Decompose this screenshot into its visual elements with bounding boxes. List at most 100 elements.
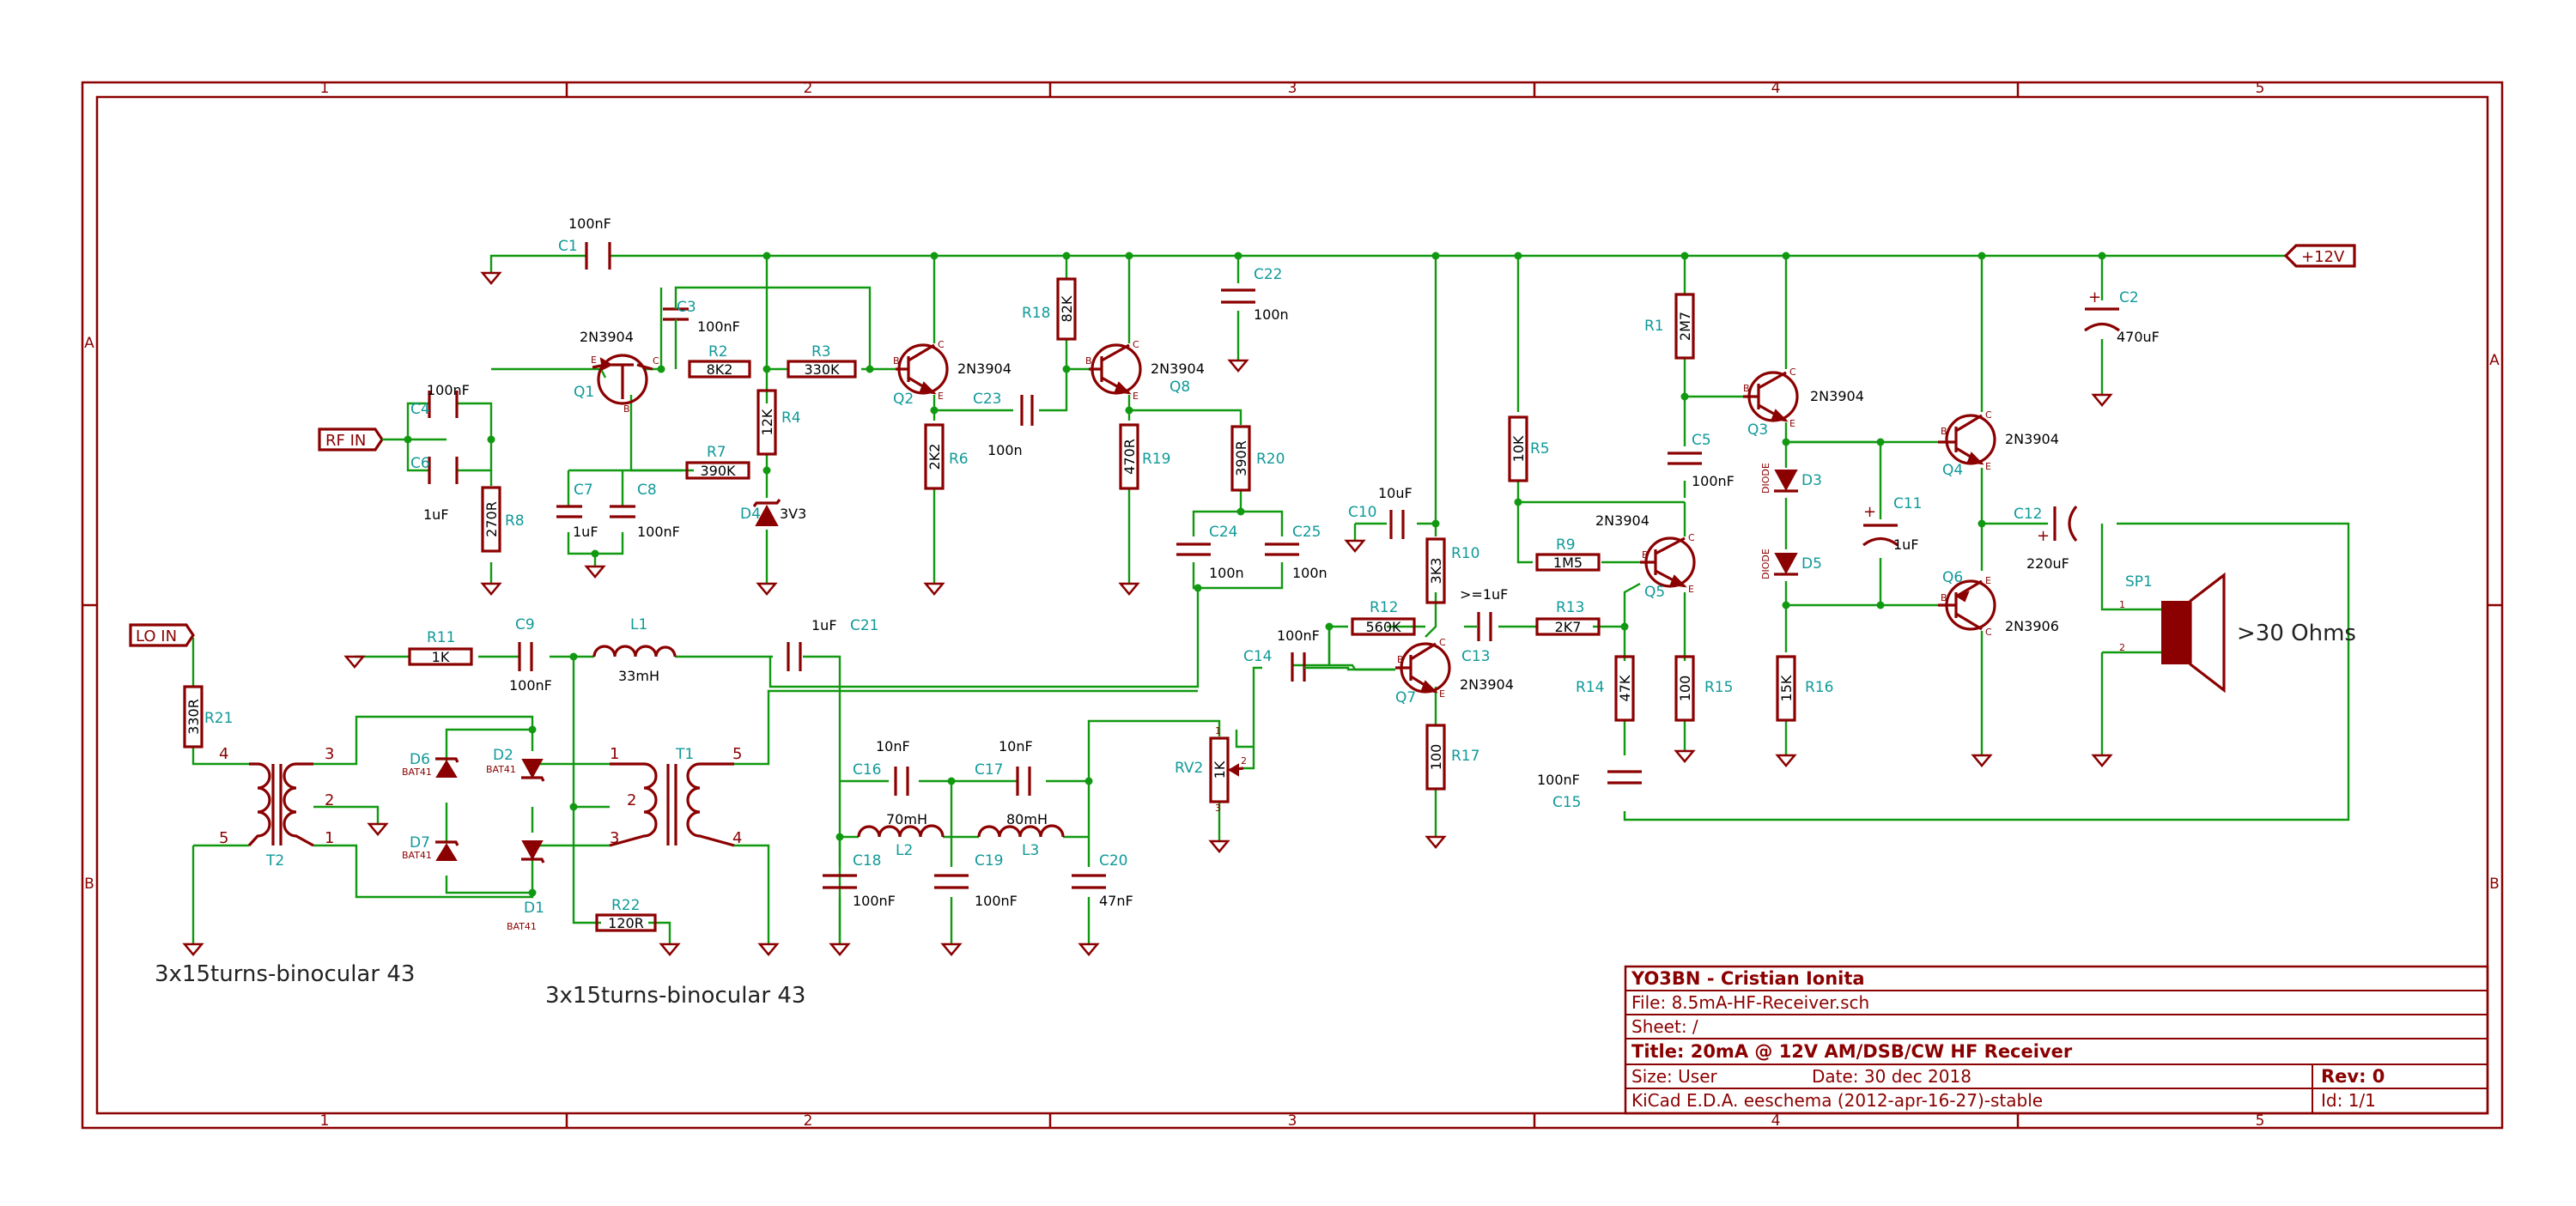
C11-value: 1uF <box>1893 536 1919 553</box>
D4-value: 3V3 <box>780 506 806 522</box>
C17-ref: C17 <box>975 761 1004 779</box>
zone-a-right: A <box>2489 352 2500 369</box>
C12: + C12 220uF <box>2014 506 2078 572</box>
svg-text:5: 5 <box>219 829 228 847</box>
C20-value: 47nF <box>1099 893 1133 909</box>
zone-2-top: 2 <box>804 80 813 97</box>
R5-ref: R5 <box>1530 440 1550 458</box>
T1: 123 54 T1 <box>609 745 742 847</box>
Q8: BCE 2N3904 Q8 <box>1085 339 1205 402</box>
R20-value: 390R <box>1233 440 1249 476</box>
D5-ref: D5 <box>1801 555 1822 573</box>
svg-text:5: 5 <box>732 745 742 763</box>
zone-b-right: B <box>2489 876 2500 893</box>
C6-ref: C6 <box>410 455 430 472</box>
tb-company: YO3BN - Cristian Ionita <box>1631 968 1865 989</box>
C15-ref: C15 <box>1552 794 1582 811</box>
C21-ref: C21 <box>850 617 879 634</box>
Q5: BCE 2N3904 Q5 <box>1595 512 1696 601</box>
Q4: BCE 2N3904 Q4 <box>1938 409 2059 479</box>
C10-ref: C10 <box>1348 504 1377 521</box>
R2: 8K2 R2 <box>688 343 751 379</box>
svg-text:+: + <box>2088 288 2101 306</box>
R1: 2M7 R1 <box>1644 293 1695 360</box>
R10: 3K3 R10 <box>1425 537 1479 604</box>
zone-ticks <box>82 82 2502 1128</box>
R4: 12K R4 <box>756 389 801 456</box>
Q1-ref: Q1 <box>574 384 594 401</box>
Q3-value: 2N3904 <box>1810 388 1864 404</box>
speaker-impedance: >30 Ohms <box>2237 621 2356 646</box>
inner-border <box>95 95 2489 1115</box>
C6: C6 1uF <box>410 455 459 523</box>
R6: 2K2 R6 <box>924 423 969 490</box>
C24-ref: C24 <box>1209 524 1238 541</box>
C1-ref: C1 <box>558 238 578 255</box>
svg-text:4: 4 <box>219 745 228 763</box>
junctions <box>404 252 2106 897</box>
C16: 10nF C16 <box>853 738 910 796</box>
C25-ref: C25 <box>1292 524 1321 541</box>
C13: >=1uF C13 <box>1460 586 1508 665</box>
Q3: BCE 2N3904 Q3 <box>1743 367 1864 439</box>
C19-ref: C19 <box>975 852 1004 870</box>
C14-value: 100nF <box>1277 627 1320 644</box>
C7: C7 1uF <box>556 482 598 540</box>
SP1: 12 SP1 >30 Ohms <box>2119 572 2356 694</box>
Q4-ref: Q4 <box>1942 462 1963 479</box>
D1-ref: D1 <box>524 900 544 917</box>
R3: 330K R3 <box>787 343 857 379</box>
zone-5-bottom: 5 <box>2256 1112 2265 1130</box>
svg-text:+: + <box>2037 527 2050 545</box>
RV2-value: 1K <box>1212 761 1228 779</box>
svg-text:E: E <box>938 391 944 402</box>
R8: 270R R8 <box>481 486 525 553</box>
svg-text:C: C <box>1688 532 1695 543</box>
C3-value: 100nF <box>697 318 740 335</box>
R14: 47K R14 <box>1576 655 1635 722</box>
svg-text:2: 2 <box>2119 642 2125 653</box>
C11: + C11 1uF <box>1862 495 1923 553</box>
svg-text:C: C <box>1985 627 1992 638</box>
svg-text:1: 1 <box>325 829 334 847</box>
C23-value: 100n <box>987 442 1023 458</box>
zone-labels: 1 2 3 4 5 1 2 3 4 5 A B A B <box>84 80 2500 1130</box>
C22-ref: C22 <box>1254 266 1283 283</box>
zone-1-bottom: 1 <box>320 1112 330 1130</box>
R9-ref: R9 <box>1556 536 1576 554</box>
T2: 45 321 T2 <box>219 745 334 870</box>
D6: D6 BAT41 <box>402 751 459 778</box>
svg-text:E: E <box>1439 688 1445 700</box>
R13-ref: R13 <box>1556 599 1584 616</box>
svg-text:3: 3 <box>1215 803 1221 814</box>
tb-rev: Rev: 0 <box>2321 1066 2385 1087</box>
C5-ref: C5 <box>1692 432 1711 449</box>
C1-value: 100nF <box>568 215 611 232</box>
R4-value: 12K <box>759 409 775 435</box>
R10-ref: R10 <box>1451 545 1479 562</box>
C6-value: 1uF <box>423 506 449 523</box>
Q7-value: 2N3904 <box>1460 676 1514 693</box>
Q6-value: 2N3906 <box>2005 618 2059 634</box>
R21-ref: R21 <box>204 710 233 727</box>
C9-value: 100nF <box>509 677 552 694</box>
R17-value: 100 <box>1428 744 1444 771</box>
C14-ref: C14 <box>1243 648 1273 665</box>
C21-value: 1uF <box>811 617 837 633</box>
D2-ref: D2 <box>493 747 513 764</box>
tb-file: File: 8.5mA-HF-Receiver.sch <box>1631 992 1869 1013</box>
R20: 390R R20 <box>1230 425 1285 492</box>
R21-value: 330R <box>185 699 202 735</box>
tb-date: Date: 30 dec 2018 <box>1812 1066 1971 1087</box>
svg-text:2: 2 <box>1241 755 1247 767</box>
D1-value: BAT41 <box>507 921 537 932</box>
R7-ref: R7 <box>707 444 726 461</box>
C9-ref: C9 <box>515 616 535 633</box>
svg-text:E: E <box>591 355 597 366</box>
R16-value: 15K <box>1778 675 1795 701</box>
R10-value: 3K3 <box>1428 558 1444 585</box>
D3: DIODE D3 <box>1760 463 1822 494</box>
R14-value: 47K <box>1617 675 1633 701</box>
R16-ref: R16 <box>1805 679 1833 696</box>
